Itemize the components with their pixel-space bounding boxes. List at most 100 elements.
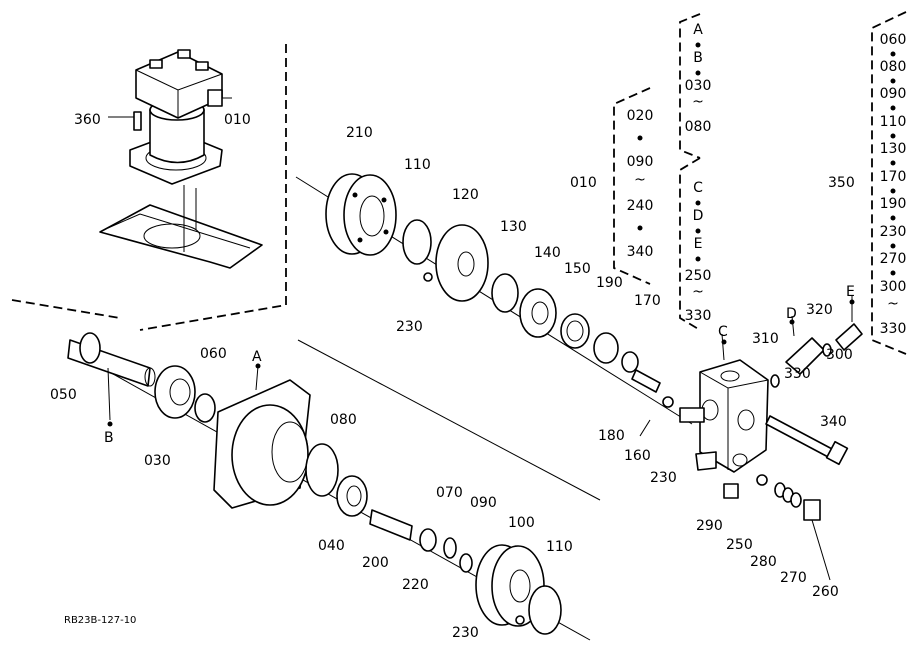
label-150: 150 xyxy=(564,261,591,277)
inset-motor-assembly xyxy=(11,44,287,331)
bracket-4-item: 130 xyxy=(880,141,907,157)
part-160-spring xyxy=(662,396,674,408)
part-220-collar xyxy=(419,528,437,552)
part-090-ring xyxy=(459,553,473,573)
label-110b: 110 xyxy=(546,539,573,555)
bracket-1: A B 030 ~ 080 xyxy=(685,22,712,135)
label-230c: 230 xyxy=(650,470,677,486)
part-190-seal xyxy=(593,332,619,364)
part-340-bolt xyxy=(765,415,849,466)
label-e: E xyxy=(846,284,855,300)
label-250: 250 xyxy=(726,537,753,553)
part-310-oring xyxy=(770,374,780,388)
label-160: 160 xyxy=(624,448,651,464)
label-340: 340 xyxy=(820,414,847,430)
bracket-4-outline xyxy=(871,11,907,355)
part-260-cap xyxy=(803,499,821,521)
label-280: 280 xyxy=(750,554,777,570)
label-220: 220 xyxy=(402,577,429,593)
label-210: 210 xyxy=(346,125,373,141)
bracket-4-item: 080 xyxy=(880,59,907,75)
label-070: 070 xyxy=(436,485,463,501)
bracket-3-item: 250 xyxy=(685,268,712,284)
label-310: 310 xyxy=(752,331,779,347)
bracket-3-item: E xyxy=(694,236,703,252)
part-140-bearing xyxy=(519,288,557,338)
label-120: 120 xyxy=(452,187,479,203)
label-c: C xyxy=(718,324,728,340)
label-300: 300 xyxy=(826,347,853,363)
label-010a: 010 xyxy=(224,112,251,128)
label-130: 130 xyxy=(500,219,527,235)
label-360: 360 xyxy=(74,112,101,128)
bracket-3-item: D xyxy=(693,208,704,224)
bracket-4-item: 300 xyxy=(880,279,907,295)
label-d: D xyxy=(786,306,797,322)
bracket-2-item: 240 xyxy=(627,198,654,214)
label-a: A xyxy=(252,349,262,365)
label-270: 270 xyxy=(780,570,807,586)
part-070-ring xyxy=(443,537,457,559)
part-300-oring xyxy=(822,343,832,357)
part-valve-body xyxy=(679,359,769,473)
part-e-fitting xyxy=(835,323,863,351)
bracket-3: C D E 250 ~ 330 xyxy=(685,180,712,324)
bracket-2-outline xyxy=(613,87,651,285)
part-040-bearing xyxy=(336,475,368,517)
bracket-4-item: 090 xyxy=(880,86,907,102)
label-170: 170 xyxy=(634,293,661,309)
part-170-washer xyxy=(621,351,639,373)
part-080-oring xyxy=(305,443,339,497)
bracket-1-item: A xyxy=(693,22,703,38)
part-130-oring xyxy=(491,273,519,313)
bracket-4: 060 080 090 110 130 170 190 230 270 300 … xyxy=(880,32,907,337)
bracket-1-item: ~ xyxy=(692,94,704,110)
part-a-flange xyxy=(213,379,311,509)
label-290: 290 xyxy=(696,518,723,534)
part-150-ring xyxy=(560,313,590,349)
bracket-1-item: 080 xyxy=(685,119,712,135)
bracket-2-item: ~ xyxy=(634,172,646,188)
bracket-2: 020 090 ~ 240 340 xyxy=(627,108,654,260)
label-060: 060 xyxy=(200,346,227,362)
label-050: 050 xyxy=(50,387,77,403)
part-250-ball xyxy=(756,474,768,486)
label-230a: 230 xyxy=(396,319,423,335)
label-100: 100 xyxy=(508,515,535,531)
label-140: 140 xyxy=(534,245,561,261)
bracket-2-item: 020 xyxy=(627,108,654,124)
part-030-bearing xyxy=(154,365,196,419)
part-230b-pin xyxy=(515,615,525,625)
label-010b: 010 xyxy=(570,175,597,191)
bracket-4-item: 230 xyxy=(880,224,907,240)
label-040: 040 xyxy=(318,538,345,554)
bracket-2-item: 340 xyxy=(627,244,654,260)
bracket-4-item: 170 xyxy=(880,169,907,185)
label-030: 030 xyxy=(144,453,171,469)
label-110a: 110 xyxy=(404,157,431,173)
bracket-3-item: ~ xyxy=(692,284,704,300)
drawing-code: RB23B-127-10 xyxy=(64,615,136,626)
bracket-4-item: 330 xyxy=(880,321,907,337)
part-290-plug xyxy=(723,483,739,499)
label-330: 330 xyxy=(784,366,811,382)
bracket-1-item: 030 xyxy=(685,78,712,94)
bracket-4-item: 270 xyxy=(880,251,907,267)
label-230b: 230 xyxy=(452,625,479,641)
part-110b-oring xyxy=(528,585,562,635)
bracket-4-item: 190 xyxy=(880,196,907,212)
part-120-plate xyxy=(435,224,489,302)
part-180-pin xyxy=(631,369,661,393)
label-b: B xyxy=(104,430,114,446)
part-200-shaft xyxy=(369,509,413,541)
bracket-3-outline xyxy=(679,157,701,331)
part-280-spring xyxy=(774,482,802,508)
part-060-ring xyxy=(194,393,216,423)
part-050-shaft xyxy=(67,332,156,387)
bracket-1-outline xyxy=(679,13,701,159)
bracket-2-item: 090 xyxy=(627,154,654,170)
label-320: 320 xyxy=(806,302,833,318)
part-110-oring xyxy=(402,219,432,265)
lower-axis-line xyxy=(297,339,601,501)
label-350: 350 xyxy=(828,175,855,191)
